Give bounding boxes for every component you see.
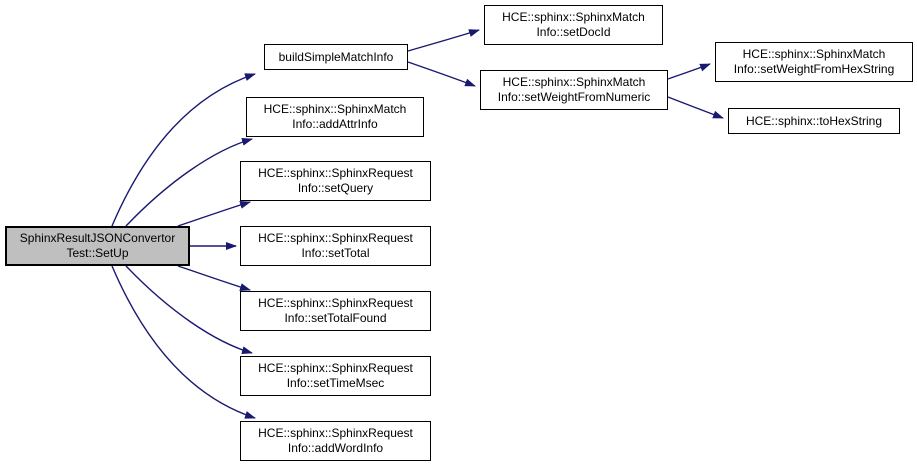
node-settotal[interactable]: HCE::sphinx::SphinxRequest Info::setTota… [240, 226, 431, 266]
edge-setup-to-setquery [177, 201, 251, 227]
edge-buildsimplematchinfo-to-setdocid [407, 29, 480, 52]
node-label-line: HCE::sphinx::SphinxRequest [258, 166, 413, 180]
edge-setweightfromnumeric-to-tohexstring [667, 96, 724, 119]
node-label-line: Info::setTotal [301, 246, 370, 260]
node-addattrinfo[interactable]: HCE::sphinx::SphinxMatch Info::addAttrIn… [246, 97, 424, 137]
node-setquery[interactable]: HCE::sphinx::SphinxRequest Info::setQuer… [240, 161, 431, 201]
node-label-line: HCE::sphinx::SphinxRequest [258, 426, 413, 440]
node-setweightfromhexstring[interactable]: HCE::sphinx::SphinxMatch Info::setWeight… [715, 42, 913, 82]
node-label-line: SphinxResultJSONConvertor [19, 231, 176, 245]
node-label-line: Info::setWeightFromNumeric [497, 90, 651, 104]
node-settotalfound[interactable]: HCE::sphinx::SphinxRequest Info::setTota… [240, 291, 431, 331]
node-label-line: HCE::sphinx::SphinxMatch [742, 47, 886, 61]
node-tohexstring[interactable]: HCE::sphinx::toHexString [728, 108, 900, 134]
node-label-line: Test::SetUp [66, 246, 129, 260]
node-label-line: HCE::sphinx::toHexString [745, 113, 883, 128]
node-label-line: buildSimpleMatchInfo [278, 49, 394, 64]
node-label-line: HCE::sphinx::SphinxRequest [258, 361, 413, 375]
node-label-line: HCE::sphinx::SphinxMatch [263, 102, 407, 116]
node-sphinxresultjsonconvertortest-setup: SphinxResultJSONConvertor Test::SetUp [5, 226, 190, 266]
node-label-line: Info::addWordInfo [287, 441, 384, 455]
node-setdocid[interactable]: HCE::sphinx::SphinxMatch Info::setDocId [484, 5, 663, 45]
edge-setup-to-addwordinfo [111, 265, 256, 419]
node-addwordinfo[interactable]: HCE::sphinx::SphinxRequest Info::addWord… [240, 421, 431, 461]
edge-setup-to-addattrinfo [125, 137, 253, 227]
node-label-line: HCE::sphinx::SphinxMatch [502, 10, 645, 24]
edge-setup-to-settimemsec [125, 265, 253, 355]
edge-buildsimplematchinfo-to-setweightfromnumeric [407, 61, 476, 87]
node-setweightfromnumeric[interactable]: HCE::sphinx::SphinxMatch Info::setWeight… [480, 70, 668, 110]
edge-setup-to-buildsimplematchinfo [111, 73, 256, 227]
node-label-line: HCE::sphinx::SphinxRequest [258, 296, 413, 310]
edge-setup-to-settotalfound [177, 265, 251, 291]
node-settimemsec[interactable]: HCE::sphinx::SphinxRequest Info::setTime… [240, 356, 431, 396]
edge-setweightfromnumeric-to-setweightfromhexstring [667, 63, 711, 80]
node-label-line: HCE::sphinx::SphinxMatch [502, 75, 646, 89]
node-buildsimplematchinfo[interactable]: buildSimpleMatchInfo [264, 44, 408, 70]
node-label-line: Info::setDocId [536, 25, 611, 39]
node-label-line: Info::setTotalFound [284, 311, 387, 325]
node-label-line: Info::setQuery [297, 181, 374, 195]
node-label-line: Info::addAttrInfo [292, 117, 378, 131]
node-label-line: HCE::sphinx::SphinxRequest [258, 231, 413, 245]
node-label-line: Info::setWeightFromHexString [733, 62, 895, 76]
node-label-line: Info::setTimeMsec [286, 376, 385, 390]
